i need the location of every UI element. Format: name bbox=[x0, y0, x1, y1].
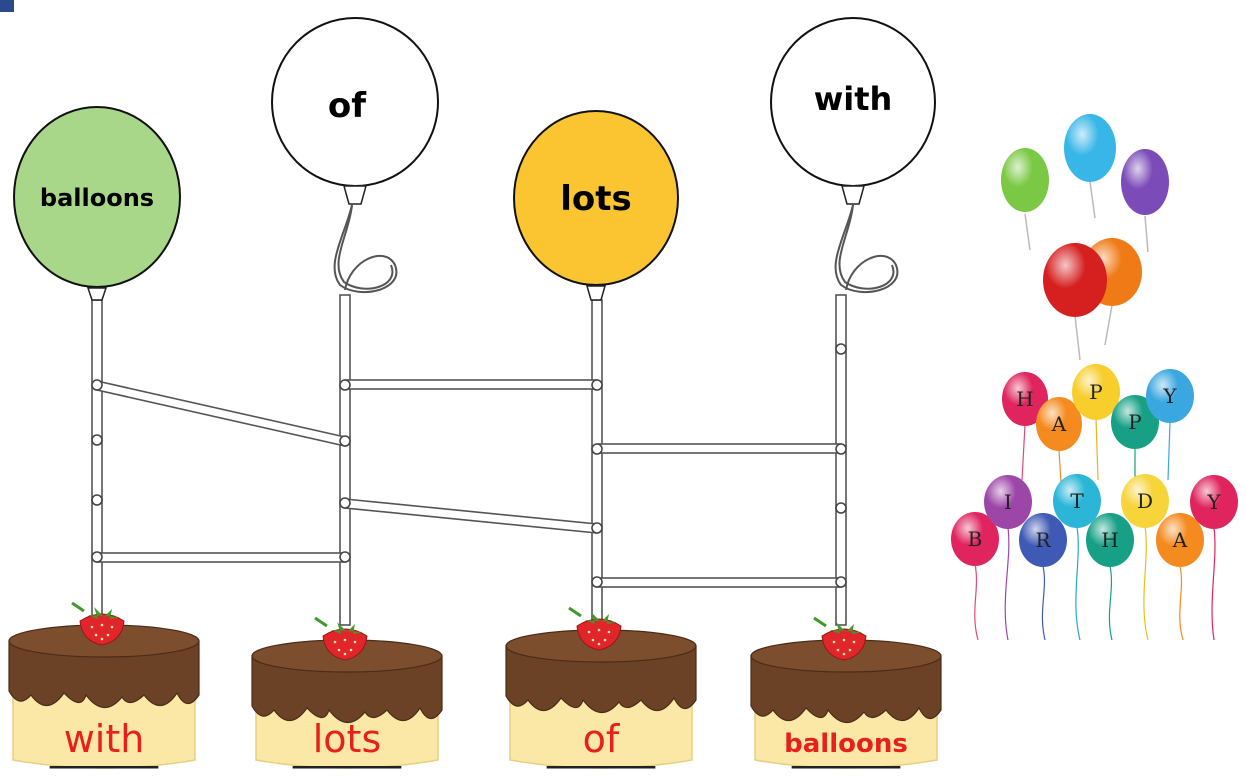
balloon-3-knot bbox=[586, 285, 606, 301]
birthday-letter-4: T bbox=[1070, 489, 1084, 513]
balloon-1-body bbox=[13, 106, 181, 288]
decor-balloon-green bbox=[1001, 148, 1049, 251]
cake-4-blank: ______ bbox=[791, 728, 901, 769]
cake-3-blank: ______ bbox=[546, 728, 656, 769]
rung-3-4-upper bbox=[596, 443, 842, 454]
rung-1-2-bottom bbox=[96, 552, 346, 563]
ladder-rungs bbox=[96, 379, 842, 588]
balloon-3-body bbox=[513, 110, 679, 286]
happy-balloon-1: H bbox=[1002, 372, 1048, 481]
cake-4-answer[interactable]: balloons bbox=[784, 729, 908, 759]
decor-balloon-cyan bbox=[1064, 114, 1116, 219]
rung-1-2-slanted bbox=[96, 379, 346, 448]
strawberry-icon bbox=[568, 606, 622, 651]
rung-2-3-slanted bbox=[344, 498, 598, 534]
happy-letter-4: P bbox=[1128, 410, 1141, 434]
birthday-letter-8: Y bbox=[1206, 490, 1221, 514]
strawberry-icon bbox=[71, 601, 125, 646]
birthday-letter-6: D bbox=[1137, 489, 1153, 513]
cake-2-answer[interactable]: lots bbox=[313, 717, 382, 761]
birthday-balloon-4: T bbox=[1053, 474, 1101, 641]
balloon-4[interactable]: with bbox=[770, 17, 936, 205]
birthday-balloon-2: I bbox=[984, 475, 1032, 641]
cake-2: ______lots bbox=[251, 616, 443, 769]
balloon-4-knot bbox=[841, 185, 865, 205]
ladder-rail-3 bbox=[591, 299, 603, 621]
strawberry-icon bbox=[314, 616, 368, 661]
balloon-1-word: balloons bbox=[40, 184, 154, 212]
ladder-joints bbox=[91, 343, 847, 588]
balloon-1[interactable]: balloons bbox=[13, 106, 181, 301]
happy-balloon-3: P bbox=[1072, 364, 1120, 481]
balloon-3[interactable]: lots bbox=[513, 110, 679, 301]
birthday-letter-1: B bbox=[968, 527, 983, 551]
happy-letter-3: P bbox=[1089, 380, 1102, 404]
happy-balloon-2: A bbox=[1036, 397, 1082, 501]
happy-balloon-5: Y bbox=[1146, 369, 1194, 481]
rung-2-3-top bbox=[344, 379, 598, 390]
rung-3-4-lower bbox=[596, 577, 842, 588]
birthday-letter-balloons: B I R T bbox=[951, 474, 1238, 641]
birthday-balloons-decoration: H A P P bbox=[951, 114, 1238, 641]
balloon-4-word: with bbox=[814, 80, 893, 118]
ladder-rail-1 bbox=[91, 299, 103, 631]
birthday-balloon-1: B bbox=[951, 512, 999, 641]
cake-1-answer[interactable]: with bbox=[64, 717, 145, 761]
birthday-balloon-6: D bbox=[1121, 474, 1169, 641]
birthday-letter-7: A bbox=[1172, 528, 1188, 552]
cake-2-blank: ______ bbox=[292, 728, 402, 769]
decor-balloon-red bbox=[1043, 243, 1107, 361]
birthday-letter-5: H bbox=[1101, 528, 1118, 552]
ladder-rail-2 bbox=[339, 294, 351, 626]
balloon-2[interactable]: of bbox=[271, 17, 439, 205]
cakes: ______with______lots______of______balloo… bbox=[8, 601, 942, 769]
cake-1-blank: ______ bbox=[49, 728, 159, 769]
corner-marker bbox=[0, 0, 14, 12]
cake-1: ______with bbox=[8, 601, 200, 769]
balloon-3-word: lots bbox=[560, 179, 632, 219]
happy-letter-5: Y bbox=[1162, 384, 1177, 408]
cake-3: ______of bbox=[505, 606, 697, 769]
balloon-2-word: of bbox=[328, 86, 367, 126]
birthday-balloon-3: R bbox=[1019, 513, 1067, 641]
birthday-letter-3: R bbox=[1035, 528, 1051, 552]
happy-letter-2: A bbox=[1051, 412, 1067, 436]
birthday-balloon-7: A bbox=[1156, 513, 1204, 641]
birthday-balloon-5: H bbox=[1086, 513, 1134, 641]
happy-letter-balloons: H A P P bbox=[1002, 364, 1194, 501]
cake-3-answer[interactable]: of bbox=[583, 717, 621, 761]
happy-letter-1: H bbox=[1016, 387, 1033, 411]
ladder-rail-4 bbox=[835, 294, 847, 626]
cake-4: ______balloons bbox=[750, 616, 942, 769]
birthday-letter-2: I bbox=[1004, 490, 1012, 514]
balloon-curly-strings bbox=[333, 204, 899, 294]
strawberry-icon bbox=[813, 616, 867, 661]
balloon-1-knot bbox=[86, 287, 108, 301]
birthday-balloon-8: Y bbox=[1190, 475, 1238, 641]
decor-balloon-purple bbox=[1121, 149, 1169, 253]
balloon-2-knot bbox=[343, 185, 367, 205]
